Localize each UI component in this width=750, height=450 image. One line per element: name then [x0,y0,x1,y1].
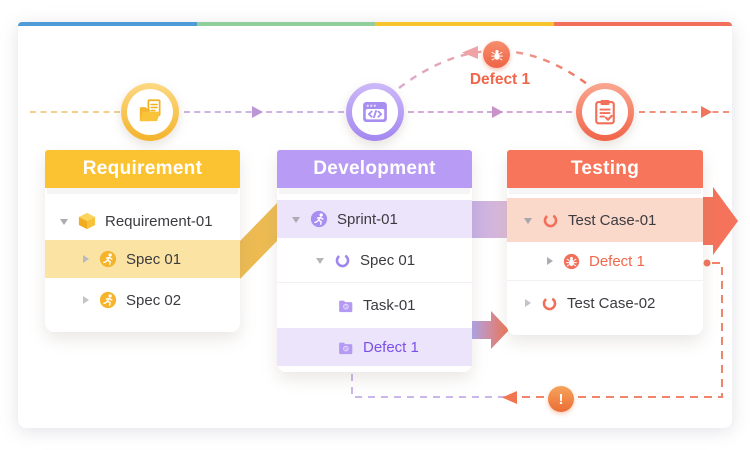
caret-down-icon[interactable] [59,217,69,226]
accent-segment-coral [553,22,732,26]
defect-loop-label: Defect 1 [469,71,531,88]
development-card: Development Sprint-01 Spec 01 [277,150,472,372]
tree-item-spec-02[interactable]: Spec 02 [45,278,240,322]
warning-exclamation: ! [558,390,564,408]
tree-item-task-01[interactable]: Task-01 [277,283,472,328]
ring-icon [542,296,557,310]
tree-item-label: Defect 1 [589,252,645,270]
flow-dash-purple-1 [184,111,344,113]
ring-icon [335,253,350,267]
flow-arrowhead-1 [252,106,263,118]
tree-item-dev-defect-1[interactable]: Defect 1 [277,328,472,366]
runner-icon [99,291,117,309]
requirement-stage-inner [127,89,173,135]
tree-item-requirement-01[interactable]: Requirement-01 [45,202,240,240]
code-window-icon [363,102,387,122]
tree-item-label: Defect 1 [363,338,419,356]
tree-item-test-case-01[interactable]: Test Case-01 [507,198,703,242]
testing-scroll-strip [509,188,701,194]
development-stage-circle [346,83,404,141]
flow-dash-coral [639,111,729,113]
caret-right-icon[interactable] [523,298,532,308]
tree-item-label: Requirement-01 [105,212,213,230]
tree-item-label: Task-01 [363,297,416,314]
flow-dash-yellow [30,111,120,113]
testing-card-title: Testing [507,150,703,188]
development-card-title: Development [277,150,472,188]
cube-icon [78,212,96,230]
caret-right-icon[interactable] [545,256,554,266]
tree-item-label: Sprint-01 [337,210,398,228]
flow-arrowhead-2 [492,106,503,118]
caret-down-icon[interactable] [315,256,325,265]
accent-bar [18,22,732,26]
clipboard-check-icon [595,100,615,125]
tree-item-sprint-01[interactable]: Sprint-01 [277,200,472,238]
tree-item-label: Spec 01 [126,250,182,268]
tree-item-label: Spec 01 [360,251,416,269]
tree-item-label: Test Case-02 [567,294,656,312]
tree-item-label: Spec 02 [126,291,182,309]
development-scroll-strip [279,188,470,194]
caret-right-icon[interactable] [81,295,90,305]
testing-card: Testing Test Case-01 Defect 1 [507,150,703,335]
caret-right-icon[interactable] [81,254,90,264]
accent-segment-yellow [375,22,554,26]
bug-icon [490,49,503,60]
tree-item-dev-spec-01[interactable]: Spec 01 [277,238,472,283]
requirement-stage-circle [121,83,179,141]
accent-segment-green [196,22,375,26]
accent-segment-blue [18,22,197,26]
testing-stage-circle [576,83,634,141]
tree-item-test-case-02[interactable]: Test Case-02 [507,281,703,325]
caret-down-icon[interactable] [523,216,533,225]
testing-stage-inner [582,89,628,135]
ring-icon [543,213,558,227]
runner-icon [310,210,328,228]
development-stage-inner [352,89,398,135]
tree-item-label: Test Case-01 [568,211,657,229]
flow-arrowhead-3 [701,106,712,118]
warning-badge: ! [548,386,574,412]
requirement-card-title: Requirement [45,150,240,188]
folder-icon [339,342,353,354]
requirement-card: Requirement Requirement-01 Spec 01 [45,150,240,332]
caret-down-icon[interactable] [291,215,301,224]
flow-dash-purple-2 [408,111,572,113]
tree-item-test-defect-1[interactable]: Defect 1 [507,242,703,281]
bug-icon [563,253,580,269]
runner-icon [99,250,117,268]
folder-doc-icon [139,99,161,122]
folder-icon [339,300,353,313]
requirement-scroll-strip [47,188,238,194]
tree-item-spec-01[interactable]: Spec 01 [45,240,240,278]
defect-loop-bug-badge [483,41,510,68]
